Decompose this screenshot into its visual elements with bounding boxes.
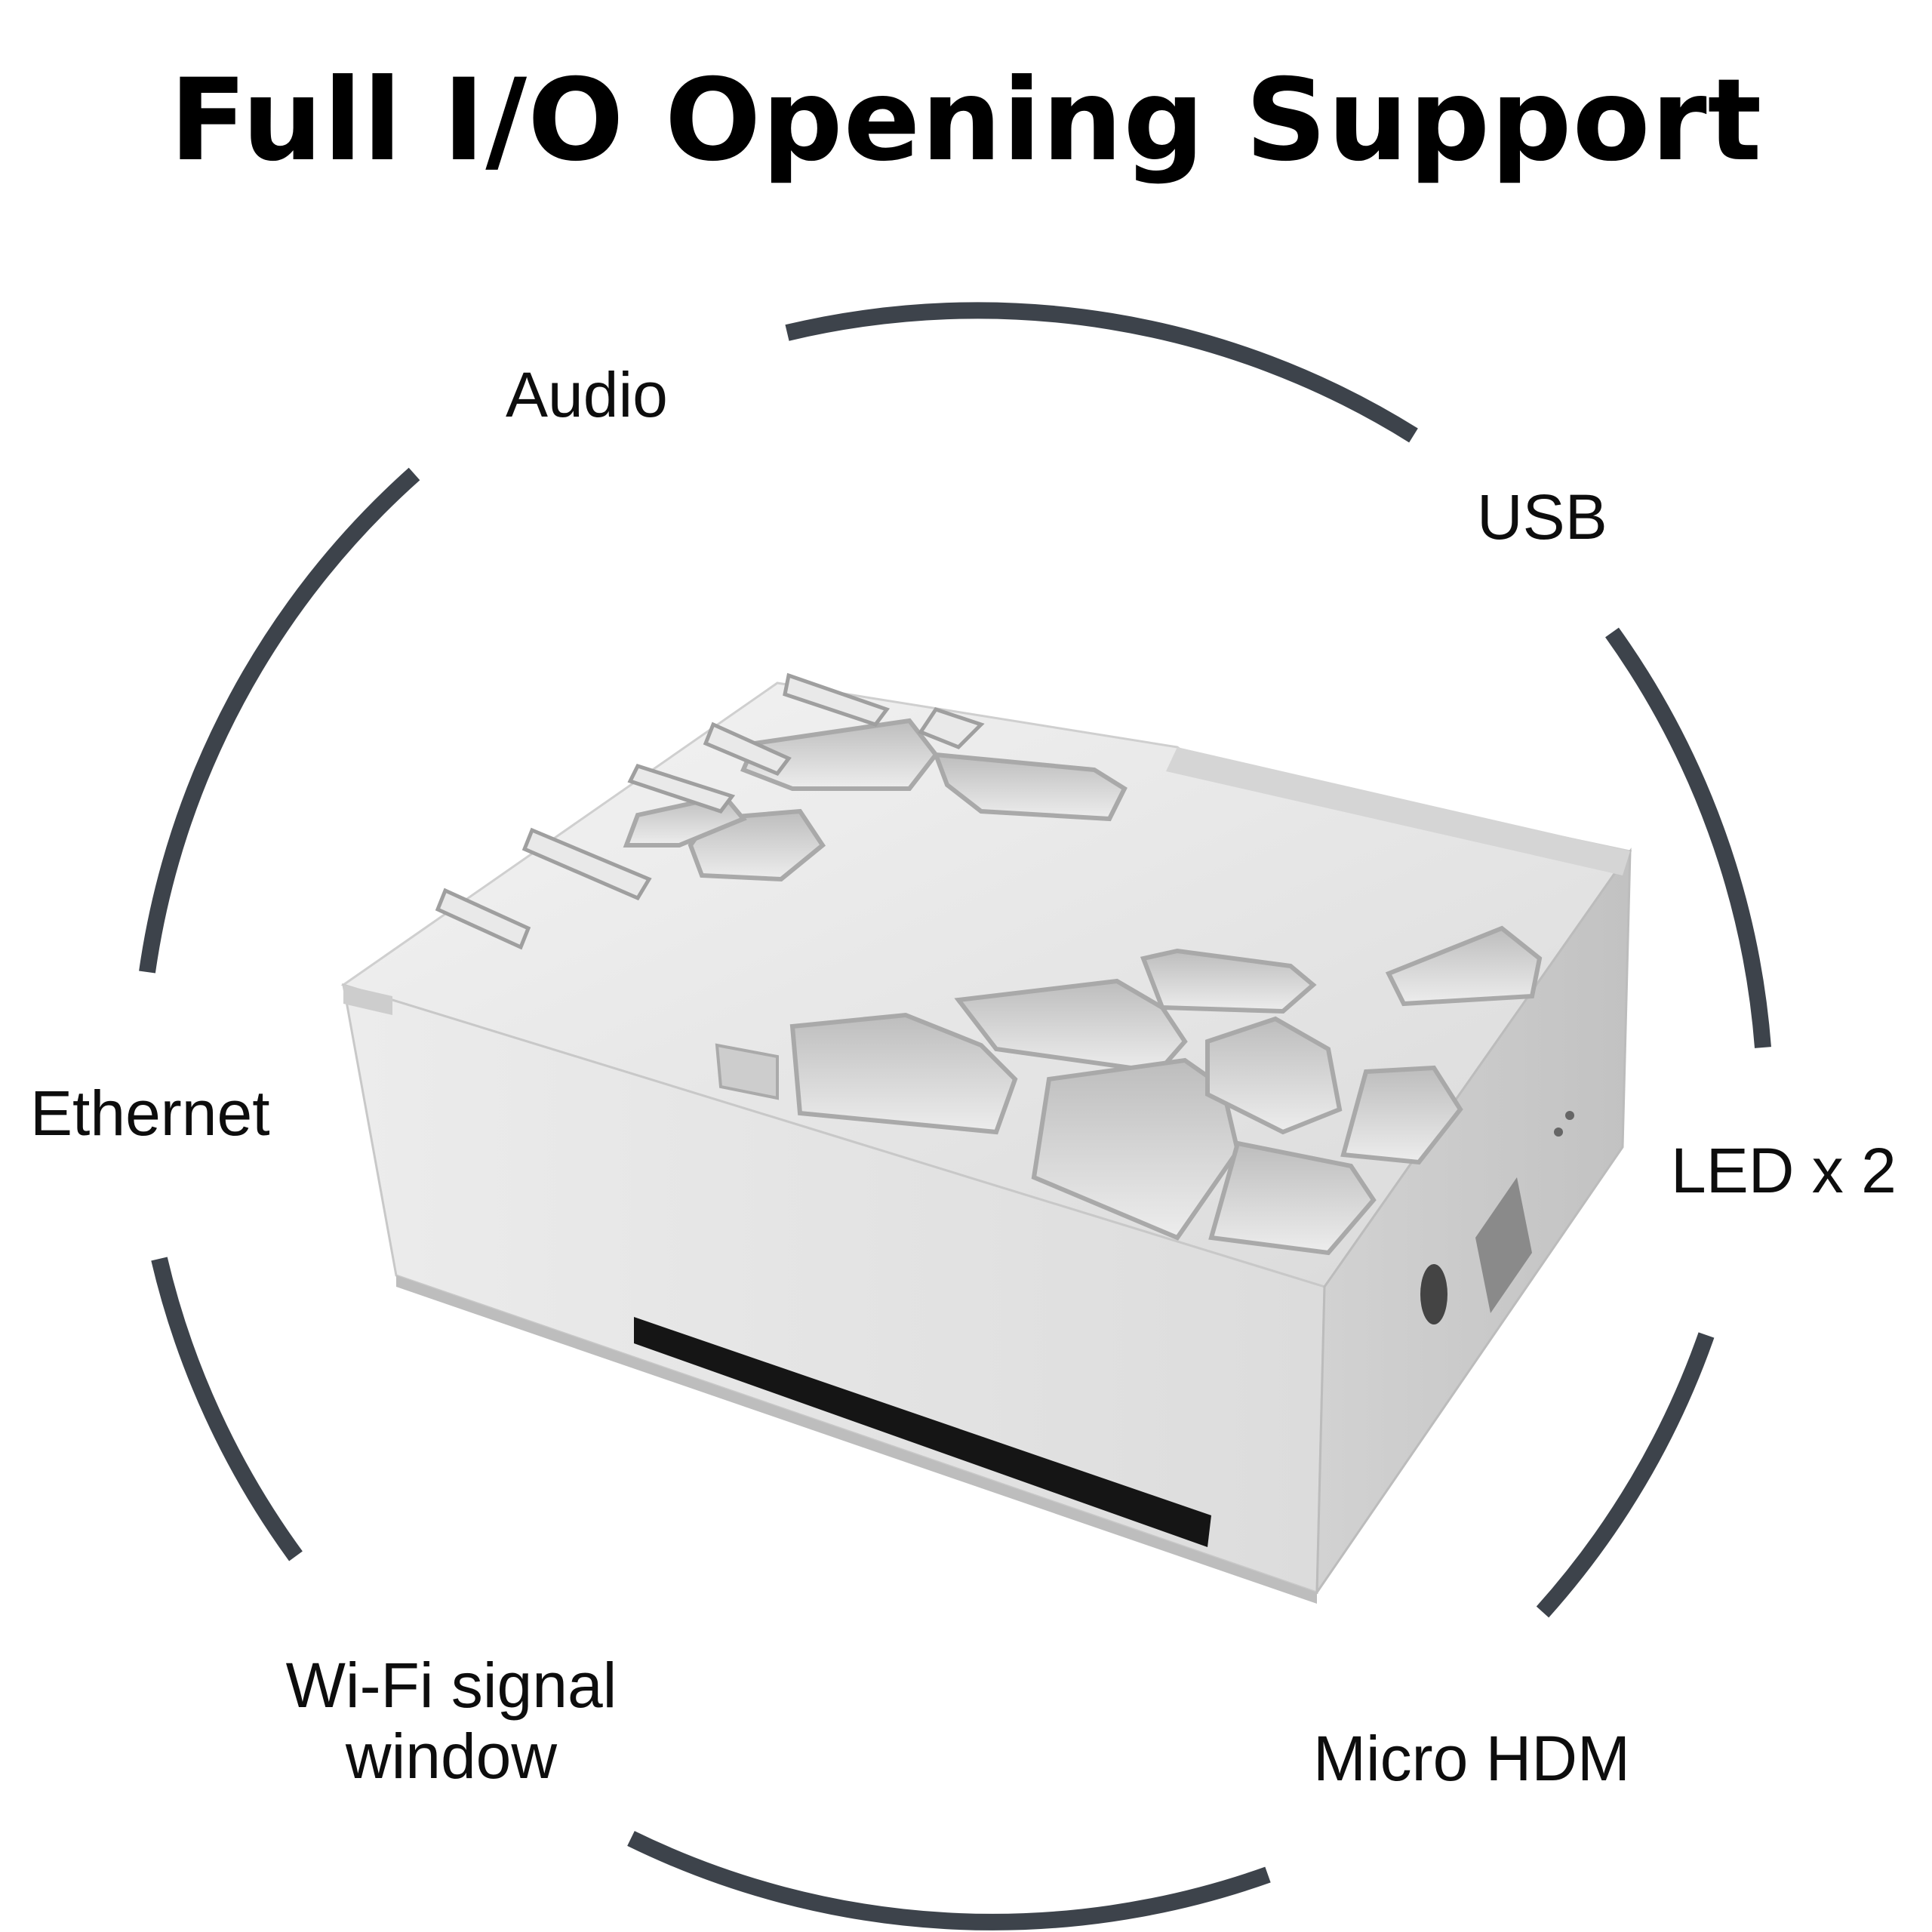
case-bottom-edge — [396, 1275, 1317, 1604]
top-fin — [521, 827, 652, 901]
top-fin — [435, 888, 531, 950]
ring-arc-upper-left — [139, 467, 420, 974]
label-wifi-line-1: Wi-Fi signal — [285, 1650, 617, 1721]
vent-pocket — [1385, 925, 1543, 1007]
vent-pocket — [932, 752, 1128, 822]
corner-notch — [715, 1043, 779, 1100]
ring-arc-lower-left — [151, 1257, 303, 1561]
label-led: LED x 2 — [1671, 1135, 1897, 1206]
label-ethernet: Ethernet — [30, 1078, 270, 1149]
label-usb: USB — [1477, 481, 1607, 552]
audio-jack-hole — [1420, 1264, 1447, 1324]
label-micro-hdmi: Micro HDM — [1313, 1723, 1630, 1794]
top-fin — [783, 672, 891, 727]
side-port-notch — [1475, 1177, 1532, 1313]
page-title: Full I/O Opening Support — [169, 55, 1763, 186]
vent-pocket — [789, 1012, 1018, 1135]
vent-pocket — [1208, 1140, 1377, 1256]
ring-arc-top — [785, 302, 1418, 443]
top-fin — [627, 763, 736, 814]
corner-notch — [343, 985, 392, 1015]
label-wifi-line-2: window — [345, 1721, 558, 1792]
vent-pocket — [1205, 1016, 1343, 1135]
led-hole — [1565, 1111, 1574, 1120]
ring-arc-lower-right — [1536, 1332, 1715, 1618]
led-hole — [1554, 1128, 1563, 1137]
label-wifi-window: Wi-Fi signal window — [270, 1650, 632, 1792]
top-fin — [918, 707, 985, 749]
case-back-step — [1166, 747, 1630, 875]
top-fin — [703, 721, 792, 777]
ring-arc-upper-right — [1605, 627, 1771, 1048]
wifi-window-slot — [634, 1317, 1211, 1547]
vent-pocket — [1340, 1065, 1463, 1165]
label-audio: Audio — [506, 359, 668, 430]
vent-pocket — [740, 718, 939, 791]
vent-pocket — [954, 978, 1188, 1075]
ring-arc-bottom — [627, 1831, 1271, 1930]
